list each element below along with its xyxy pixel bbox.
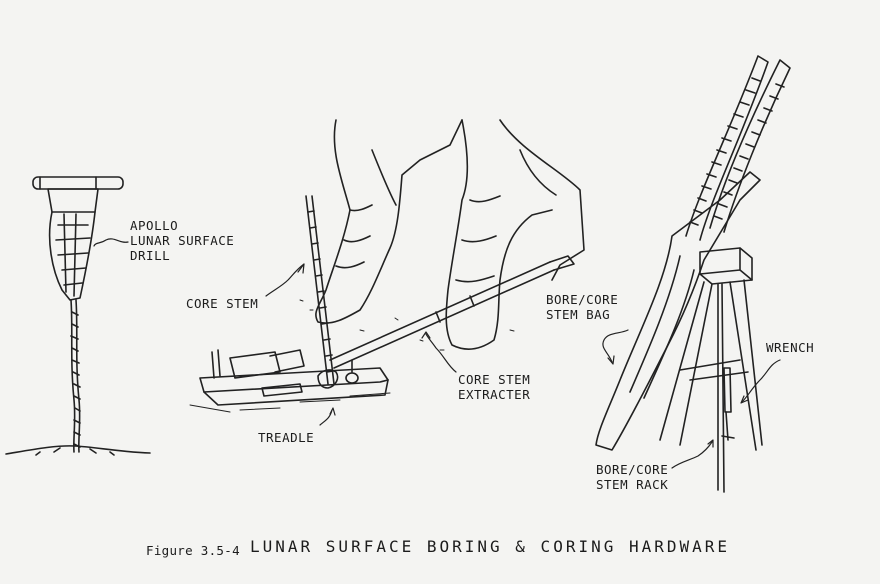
label-treadle: TREADLE — [258, 430, 315, 445]
label-bore-core-stem-rack: BORE/CORE STEM RACK — [596, 462, 669, 492]
label-apollo-lunar-surface-drill: APOLLO LUNAR SURFACE DRILL — [130, 218, 235, 263]
label-core-stem: CORE STEM — [186, 296, 259, 311]
figure-number: Figure 3.5-4 — [146, 543, 240, 558]
label-wrench: WRENCH — [766, 340, 815, 355]
lunar-surface-drill — [5, 176, 151, 456]
stem-bag-and-rack — [595, 55, 791, 493]
astronaut-legs — [299, 119, 585, 351]
figure-title: LUNAR SURFACE BORING & CORING HARDWARE — [250, 537, 731, 556]
label-bore-core-stem-bag: BORE/CORE STEM BAG — [546, 292, 619, 322]
label-core-stem-extracter: CORE STEM EXTRACTER — [458, 372, 531, 402]
core-stem-and-treadle — [189, 195, 575, 426]
